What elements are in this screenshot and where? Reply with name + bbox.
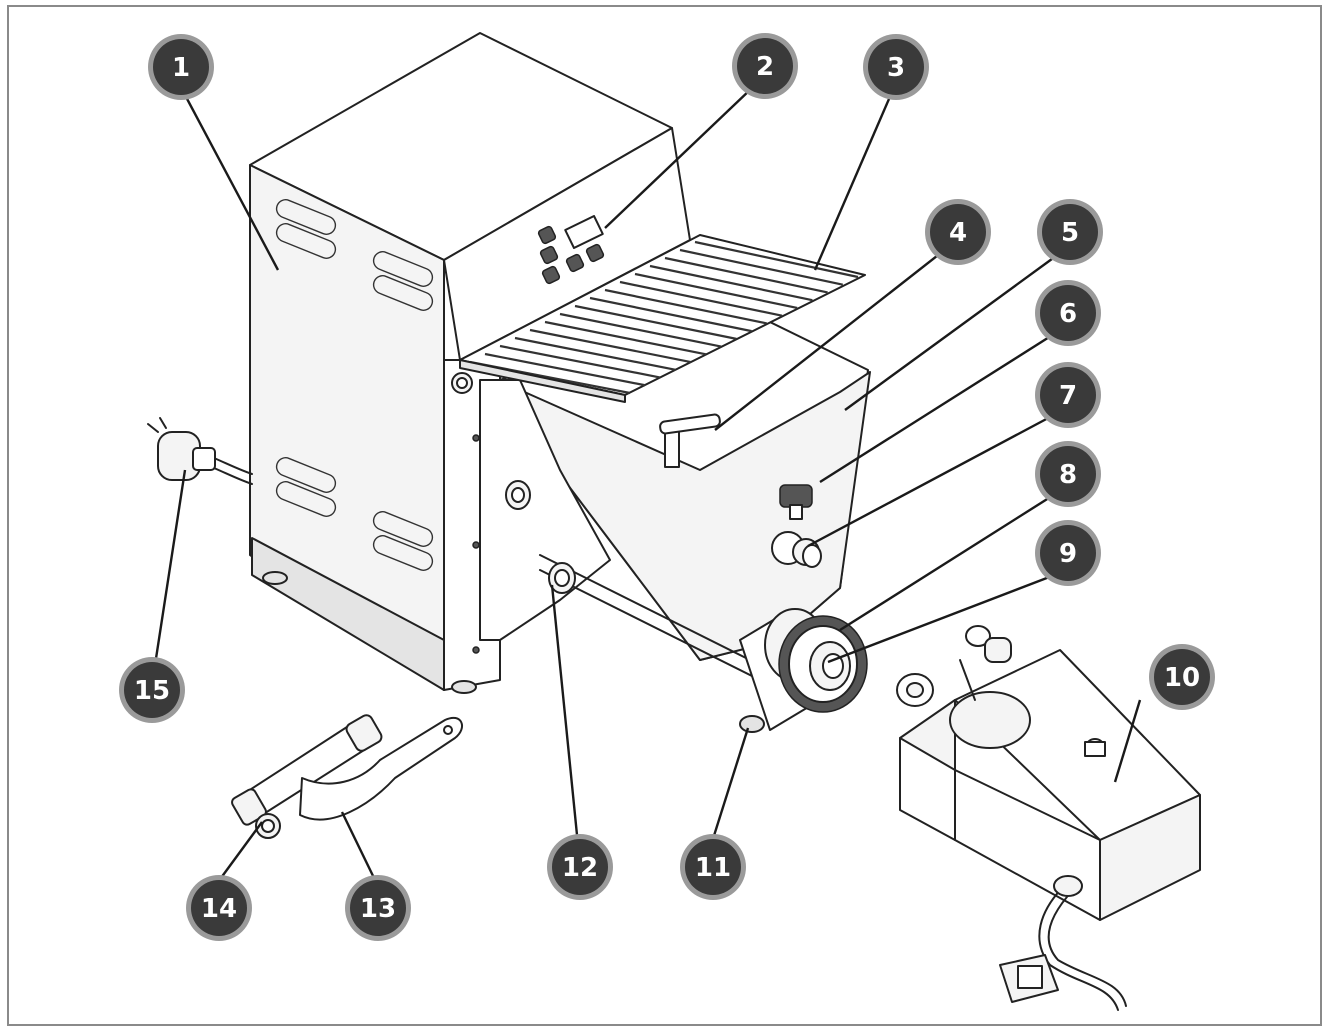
front-foot <box>739 715 765 733</box>
grille-bar <box>484 352 646 387</box>
callout-number: 1 <box>172 53 190 83</box>
callout-10: 10 <box>1149 644 1215 710</box>
callout-disc <box>124 662 180 718</box>
motor-unit <box>896 625 1201 1011</box>
callout-disc <box>350 880 406 936</box>
callout-number: 8 <box>1059 460 1077 490</box>
leader-lines <box>153 87 1142 883</box>
callout-disc <box>1154 649 1210 705</box>
callout-disc <box>191 880 247 936</box>
callout-disc <box>930 204 986 260</box>
grille-bar <box>589 296 752 333</box>
grille-bar <box>529 328 692 364</box>
arm-knobs <box>505 480 576 594</box>
callout-4: 4 <box>925 199 991 265</box>
callout-number: 14 <box>201 894 237 924</box>
grille-bar <box>604 288 768 325</box>
vent-slots-lower <box>275 457 434 571</box>
grille-bar <box>664 256 828 294</box>
callout-disc <box>685 839 741 895</box>
callout-disc <box>1040 525 1096 581</box>
callout-number: 11 <box>695 853 731 883</box>
callout-number: 13 <box>360 894 396 924</box>
callout-number: 3 <box>887 53 905 83</box>
grille-bar <box>694 240 859 279</box>
callout-disc <box>1040 446 1096 502</box>
grille-bar <box>679 248 844 286</box>
callout-13: 13 <box>345 875 411 941</box>
callout-disc <box>868 39 924 95</box>
callout-number: 7 <box>1059 381 1077 411</box>
callout-number: 2 <box>756 52 774 82</box>
callout-number: 4 <box>949 218 967 248</box>
box-wrench <box>231 714 383 839</box>
power-plug <box>147 417 253 485</box>
control-panel <box>537 214 605 285</box>
callout-disc <box>1040 285 1096 341</box>
callout-disc <box>552 839 608 895</box>
grille-bar <box>499 344 661 379</box>
callout-number: 10 <box>1164 663 1200 693</box>
callout-disc <box>1040 367 1096 423</box>
callout-14: 14 <box>186 875 252 941</box>
callout-3: 3 <box>863 34 929 100</box>
callout-8: 8 <box>1035 441 1101 507</box>
grille-bar <box>574 304 737 340</box>
callout-11: 11 <box>680 834 746 900</box>
grille-bar <box>634 272 798 310</box>
extrusion-ring-nut <box>764 608 868 713</box>
side-switches <box>771 484 822 568</box>
callout-number: 9 <box>1059 539 1077 569</box>
grille-bar <box>619 280 783 317</box>
grille-bar <box>514 336 676 371</box>
callout-9: 9 <box>1035 520 1101 586</box>
safety-switch <box>659 413 721 468</box>
vent-slots-upper <box>275 199 434 311</box>
callout-number: 15 <box>134 676 170 706</box>
callout-disc <box>153 39 209 95</box>
hook-spanner <box>299 717 464 821</box>
callout-7: 7 <box>1035 362 1101 428</box>
grille-bar <box>544 320 707 356</box>
callout-number: 5 <box>1061 218 1079 248</box>
callout-2: 2 <box>732 33 798 99</box>
callout-5: 5 <box>1037 199 1103 265</box>
callout-disc <box>737 38 793 94</box>
grille-bar <box>649 264 813 302</box>
callout-6: 6 <box>1035 280 1101 346</box>
callout-disc <box>1042 204 1098 260</box>
callout-number: 12 <box>562 853 598 883</box>
callout-15: 15 <box>119 657 185 723</box>
lid-grille <box>451 234 866 403</box>
callout-12: 12 <box>547 834 613 900</box>
grille-bar <box>559 312 722 348</box>
callout-1: 1 <box>148 34 214 100</box>
callout-number: 6 <box>1059 299 1077 329</box>
